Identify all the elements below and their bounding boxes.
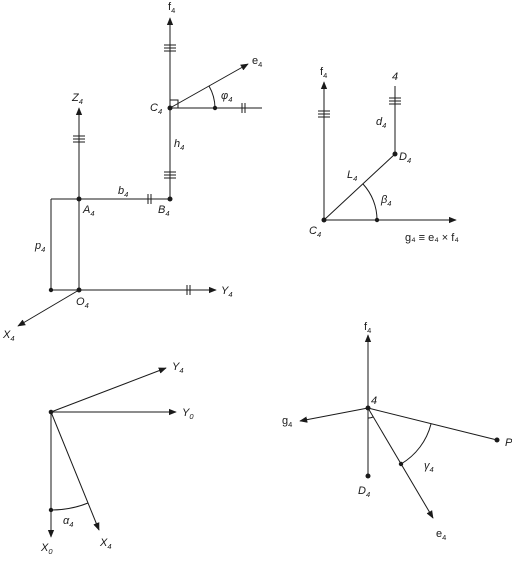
b4-point — [167, 196, 173, 202]
c4-label: C4 — [150, 102, 162, 116]
d4-ticks — [389, 97, 401, 105]
l4-label: L4 — [347, 169, 357, 183]
o4-label: O4 — [76, 296, 89, 310]
panel-c-base-rotation: Y4 Y0 X0 X4 α4 — [40, 361, 194, 556]
c4-horizontal-ticks — [241, 103, 246, 113]
f4-axis-ticks — [318, 110, 330, 118]
z4-axis-ticks — [73, 135, 85, 143]
d4-length-label: d4 — [376, 116, 386, 130]
dd4-label: D4 — [358, 485, 370, 499]
p-line — [367, 407, 498, 441]
y4-axis-ticks — [186, 285, 191, 295]
g4-axis-line — [299, 407, 369, 423]
beta4-arc — [362, 183, 378, 221]
d4-point — [392, 151, 398, 157]
x4-label: X4 — [2, 329, 15, 343]
x4-axis-line — [50, 411, 100, 531]
panel-d-point-geometry: f4 g4 P e4 D4 γ4 4 — [282, 321, 512, 542]
g4-equation-label: g₄ ≡ e₄ × f₄ — [405, 232, 459, 244]
x0-label: X0 — [40, 542, 53, 556]
point-4 — [365, 405, 371, 411]
origin-point — [48, 409, 54, 415]
panel-b-link-geometry: f4 g₄ ≡ e₄ × f₄ L4 4 d4 D4 β4 — [309, 66, 459, 244]
e4-label: e4 — [252, 55, 262, 69]
beta4-label: β4 — [380, 194, 391, 208]
p4-bottom-point — [48, 287, 54, 293]
l4-segment — [323, 153, 396, 221]
gamma4-arc — [400, 423, 432, 465]
d4-point — [365, 473, 371, 479]
f4-axis-ticks — [164, 44, 176, 52]
f4-label: f4 — [168, 1, 175, 15]
n4-label: 4 — [371, 395, 377, 407]
p-point — [494, 437, 500, 443]
small-angle-arc — [367, 416, 374, 419]
z4-label: Z4 — [71, 92, 83, 106]
n4-label: 4 — [392, 71, 398, 83]
c4-point — [321, 217, 327, 223]
h4-label: h4 — [174, 138, 184, 152]
x4-axis-line — [17, 289, 80, 327]
y0-label: Y0 — [182, 407, 194, 421]
y4-axis-line — [50, 367, 167, 413]
b4-label: b4 — [118, 185, 128, 199]
phi4-arc — [208, 85, 216, 109]
g4-label: g4 — [282, 415, 292, 429]
a4-label: A4 — [82, 204, 95, 218]
panel-a-frame-chain: f4 e4 φ4 C4 h4 — [2, 1, 262, 343]
f4-label: f4 — [320, 66, 327, 80]
e4-label: e4 — [436, 528, 446, 542]
p4-label: p4 — [34, 240, 45, 254]
gamma4-label: γ4 — [424, 460, 434, 474]
phi4-label: φ4 — [221, 90, 232, 104]
right-angle-mark — [170, 99, 179, 108]
dd4-label: D4 — [399, 151, 411, 165]
h4-ticks — [164, 171, 176, 179]
b4-ticks — [147, 194, 152, 204]
c4-label: C4 — [309, 225, 321, 239]
bb4-label: B4 — [158, 204, 170, 218]
y4-label: Y4 — [172, 361, 184, 375]
x4-label: X4 — [99, 537, 112, 551]
alpha4-label: α4 — [63, 515, 73, 529]
p-label: P — [505, 437, 512, 449]
alpha4-arc — [50, 502, 89, 511]
f4-label: f4 — [364, 321, 371, 335]
y4-label: Y4 — [221, 285, 233, 299]
